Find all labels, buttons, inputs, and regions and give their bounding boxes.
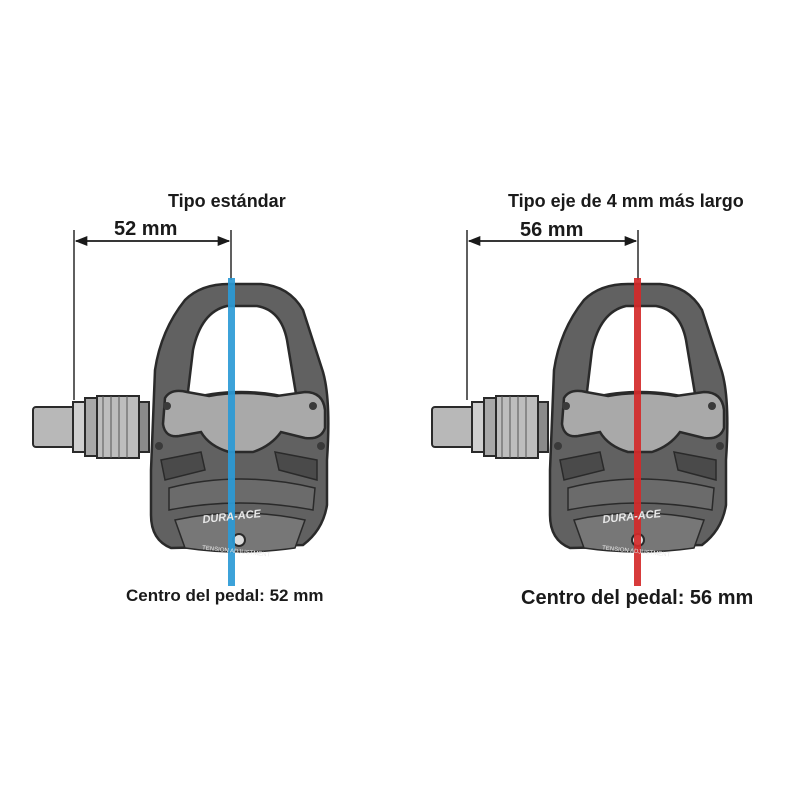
dimension-label-right: 56 mm — [520, 219, 584, 241]
dimension-label-left: 52 mm — [114, 218, 178, 240]
title-standard: Tipo estándar — [168, 191, 286, 211]
pedal-standard — [31, 282, 330, 554]
caption-standard: Centro del pedal: 52 mm — [126, 586, 324, 605]
pedal-long-axle — [430, 282, 729, 554]
pedal-standard-group — [31, 230, 330, 586]
center-line-standard — [228, 278, 235, 586]
center-line-long-axle — [634, 278, 641, 586]
caption-long-axle: Centro del pedal: 56 mm — [521, 587, 754, 609]
pedal-long-axle-group — [430, 230, 729, 586]
title-long-axle: Tipo eje de 4 mm más largo — [508, 191, 744, 211]
